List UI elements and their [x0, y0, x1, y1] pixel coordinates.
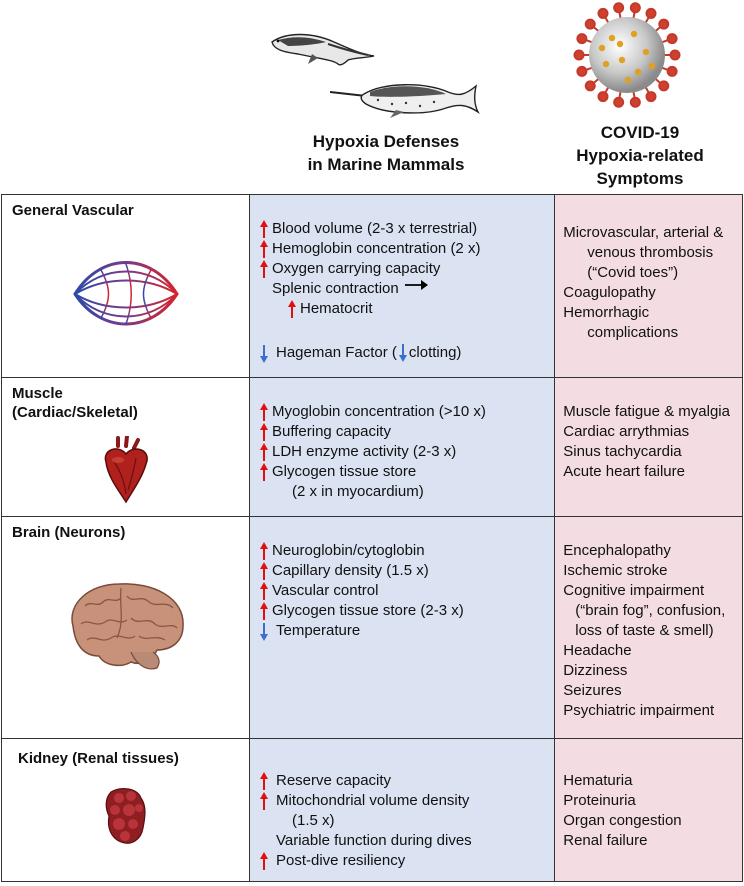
list-item: Cardiac arrythmias	[563, 423, 690, 440]
list-item: Acute heart failure	[563, 463, 685, 480]
list-item: Capillary density (1.5 x)	[258, 561, 554, 581]
heart-icon	[104, 436, 148, 504]
down-arrow-icon	[258, 343, 272, 363]
list-item: (“brain fog”, confusion,	[575, 602, 726, 619]
list-item: Proteinuria	[563, 792, 636, 809]
marine-mammals-column-header: Hypoxia Defenses in Marine Mammals	[255, 130, 517, 176]
down-arrow-icon	[258, 621, 272, 641]
list-item: Hematuria	[563, 772, 633, 789]
list-item: Encephalopathy	[563, 542, 671, 559]
list-item: Organ congestion	[563, 812, 682, 829]
list-item: (1.5 x)	[292, 812, 335, 829]
list-item: Sinus tachycardia	[563, 443, 682, 460]
table-row: Muscle (Cardiac/Skeletal) Myoglobin conc…	[1, 377, 743, 517]
comparison-table: General Vascular	[1, 194, 743, 882]
list-item: Neuroglobin/cytoglobin	[258, 541, 554, 561]
list-item: Microvascular, arterial &	[563, 224, 724, 241]
organ-title: Kidney (Renal tissues)	[18, 750, 179, 767]
covid-column-header: COVID-19 Hypoxia-related Symptoms	[545, 121, 735, 190]
list-item: LDH enzyme activity (2-3 x)	[258, 442, 554, 462]
marine-defenses-cell: Reserve capacity Mitochondrial volume de…	[248, 738, 556, 882]
list-item: Reserve capacity	[258, 771, 554, 791]
table-row: Kidney (Renal tissues) Reserve capacity …	[1, 738, 743, 882]
organ-title: General Vascular	[12, 202, 134, 219]
down-arrow-icon	[398, 344, 407, 362]
list-item: Temperature	[258, 621, 554, 641]
header-line: Hypoxia-related	[576, 146, 704, 165]
marine-defenses-cell: Neuroglobin/cytoglobin Capillary density…	[248, 516, 556, 739]
list-item: Hemoglobin concentration (2 x)	[258, 239, 554, 259]
marine-defenses-cell: Myoglobin concentration (>10 x) Bufferin…	[248, 377, 556, 517]
list-item: loss of taste & smell)	[575, 622, 714, 639]
organ-title: Muscle (Cardiac/Skeletal)	[12, 385, 138, 421]
list-item: Headache	[563, 642, 632, 659]
organ-cell: General Vascular	[1, 194, 250, 378]
covid-symptoms-cell: Microvascular, arterial & venous thrombo…	[554, 194, 743, 378]
organ-title: Brain (Neurons)	[12, 524, 126, 541]
covid-symptoms-cell: Hematuria Proteinuria Organ congestion R…	[554, 738, 743, 882]
kidney-icon	[105, 788, 146, 844]
up-arrow-icon	[258, 219, 272, 239]
up-arrow-icon	[258, 442, 272, 462]
up-arrow-icon	[258, 422, 272, 442]
up-arrow-icon	[258, 601, 272, 621]
list-item: Glycogen tissue store (2-3 x)	[258, 601, 554, 621]
list-item: Blood volume (2-3 x terrestrial)	[258, 219, 554, 239]
up-arrow-icon	[258, 851, 272, 871]
list-item: Vascular control	[258, 581, 554, 601]
up-arrow-icon	[258, 561, 272, 581]
table-row: Brain (Neurons)	[1, 516, 743, 739]
list-item: (2 x in myocardium)	[292, 483, 424, 500]
list-item: Splenic contraction	[258, 279, 554, 299]
coronavirus-icon	[573, 2, 681, 108]
organ-cell: Brain (Neurons)	[1, 516, 250, 739]
organ-cell: Kidney (Renal tissues)	[1, 738, 250, 882]
table-row: General Vascular	[1, 194, 743, 378]
list-item: Renal failure	[563, 832, 648, 849]
up-arrow-icon	[258, 402, 272, 422]
list-item: Hemorrhagic	[563, 304, 650, 321]
list-item: Muscle fatigue & myalgia	[563, 403, 730, 420]
list-item: Buffering capacity	[258, 422, 554, 442]
covid-symptoms-cell: Muscle fatigue & myalgia Cardiac arrythm…	[554, 377, 743, 517]
header-line: Hypoxia Defenses	[312, 132, 460, 151]
brain-icon	[70, 583, 184, 670]
marine-defenses-cell: Blood volume (2-3 x terrestrial) Hemoglo…	[248, 194, 556, 378]
list-item: venous thrombosis	[587, 244, 714, 261]
list-item: Dizziness	[563, 662, 628, 679]
list-item: Post-dive resiliency	[258, 851, 554, 871]
up-arrow-icon	[258, 581, 272, 601]
header-line: COVID-19	[600, 123, 680, 142]
list-item: complications	[587, 324, 679, 341]
list-item: Seizures	[563, 682, 622, 699]
header-line: Symptoms	[596, 169, 684, 188]
list-item: Coagulopathy	[563, 284, 656, 301]
list-item: Myoglobin concentration (>10 x)	[258, 402, 554, 422]
up-arrow-icon	[258, 541, 272, 561]
up-arrow-icon	[258, 791, 272, 811]
up-arrow-icon	[258, 462, 272, 482]
seal-illustration	[271, 33, 375, 66]
organ-cell: Muscle (Cardiac/Skeletal)	[1, 377, 250, 517]
list-item: Psychiatric impairment	[563, 702, 715, 719]
blood-vessel-network-icon	[40, 261, 211, 326]
list-item: Mitochondrial volume density	[258, 791, 554, 811]
list-item: Glycogen tissue store	[258, 462, 554, 482]
list-item: Cognitive impairment	[563, 582, 705, 599]
up-arrow-icon	[258, 239, 272, 259]
header-line: in Marine Mammals	[307, 155, 465, 174]
narwhal-illustration	[330, 84, 480, 118]
covid-symptoms-cell: Encephalopathy Ischemic stroke Cognitive…	[554, 516, 743, 739]
up-arrow-icon	[286, 299, 300, 319]
list-item: Ischemic stroke	[563, 562, 668, 579]
list-item: (“Covid toes”)	[587, 264, 679, 281]
list-item: Variable function during dives	[276, 832, 472, 849]
list-item: Hematocrit	[258, 299, 554, 319]
list-item: Hageman Factor ( clotting)	[258, 343, 554, 363]
up-arrow-icon	[258, 259, 272, 279]
right-arrow-icon	[404, 280, 428, 290]
up-arrow-icon	[258, 771, 272, 791]
list-item: Oxygen carrying capacity	[258, 259, 554, 279]
